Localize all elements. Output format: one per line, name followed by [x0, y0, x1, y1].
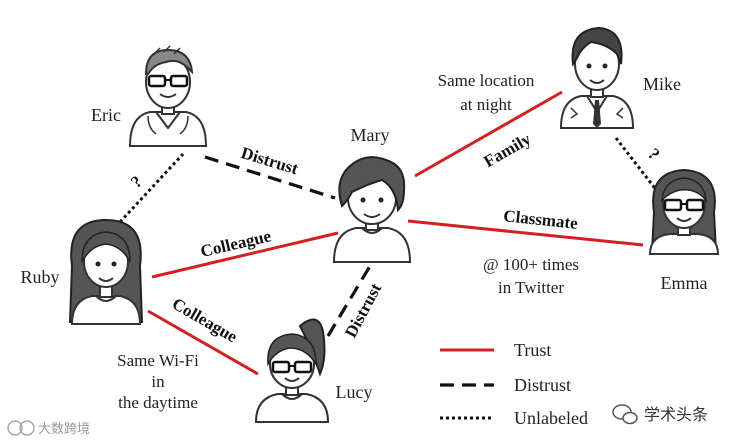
mary-avatar — [334, 157, 410, 262]
annotation-lucy-line2: in — [151, 372, 165, 391]
mike-name: Mike — [643, 74, 681, 94]
ruby-avatar — [70, 220, 142, 324]
legend-distrust-label: Distrust — [514, 375, 571, 395]
person-emma: Emma — [650, 170, 718, 293]
person-ruby: Ruby — [20, 220, 142, 324]
mike-avatar — [561, 28, 633, 128]
watermark-logo-icon — [8, 421, 34, 435]
lucy-name: Lucy — [336, 382, 373, 402]
annotation-lucy-line1: Same Wi-Fi — [117, 351, 199, 370]
watermark-left: 大数跨境 — [8, 421, 90, 437]
legend-unlabeled-label: Unlabeled — [514, 408, 588, 428]
edge-label-eric-mary: Distrust — [239, 143, 301, 178]
edge-label-mike-emma: ? — [644, 144, 663, 163]
watermark-left-text: 大数跨境 — [38, 422, 90, 437]
watermark-right-text: 学术头条 — [644, 405, 708, 424]
annotation-mike-line1: Same location — [438, 71, 535, 90]
lucy-avatar — [256, 320, 328, 422]
legend: Trust Distrust Unlabeled — [440, 340, 588, 428]
eric-avatar — [130, 46, 206, 146]
emma-avatar — [650, 170, 718, 254]
mary-name: Mary — [351, 125, 390, 145]
edge-label-lucy-mary: Distrust — [341, 280, 385, 341]
edge-label-ruby-lucy: Colleague — [169, 294, 241, 347]
watermark-right: 学术头条 — [613, 405, 708, 424]
eric-name: Eric — [91, 105, 121, 125]
ruby-name: Ruby — [20, 267, 59, 287]
annotation-mike-line2: at night — [460, 95, 512, 114]
edge-label-ruby-eric: ? — [127, 172, 146, 192]
legend-trust-label: Trust — [514, 340, 551, 360]
person-mike: Mike — [561, 28, 681, 128]
annotation-emma-line1: @ 100+ times — [483, 255, 579, 274]
edge-ruby-eric-unlabeled — [120, 154, 183, 222]
edge-label-mary-emma: Classmate — [502, 206, 579, 233]
wechat-icon — [613, 405, 637, 424]
emma-name: Emma — [661, 273, 708, 293]
person-eric: Eric — [91, 46, 206, 146]
annotation-emma-line2: in Twitter — [498, 278, 564, 297]
person-mary: Mary — [334, 125, 410, 262]
